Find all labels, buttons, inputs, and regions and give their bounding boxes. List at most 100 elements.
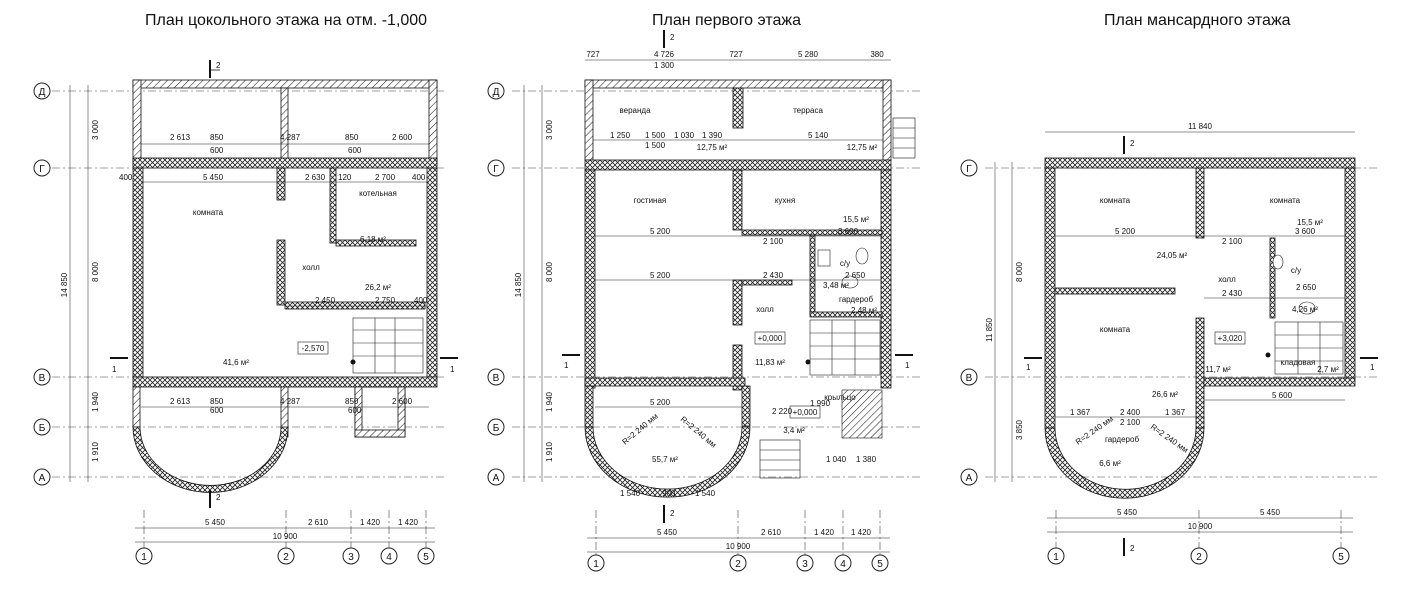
svg-text:1 540: 1 540 — [620, 489, 641, 498]
svg-text:5: 5 — [1338, 552, 1344, 563]
svg-text:2 100: 2 100 — [1222, 237, 1243, 246]
axis-label: 5 — [423, 552, 429, 563]
room-label: гостиная — [634, 196, 667, 205]
svg-text:2 610: 2 610 — [761, 528, 782, 537]
svg-text:2 100: 2 100 — [763, 237, 784, 246]
svg-text:5 140: 5 140 — [808, 131, 829, 140]
svg-text:1 500: 1 500 — [645, 131, 666, 140]
svg-text:2 100: 2 100 — [1120, 418, 1141, 427]
svg-text:10 900: 10 900 — [1188, 522, 1213, 531]
svg-text:2 220: 2 220 — [772, 407, 793, 416]
room-label: с/у — [840, 259, 850, 268]
first-top-dims: 727 4 726 727 5 280 380 1 300 — [585, 50, 891, 70]
svg-text:2 613: 2 613 — [170, 397, 191, 406]
svg-text:1 990: 1 990 — [810, 399, 831, 408]
svg-text:120: 120 — [338, 173, 352, 182]
area-label: 11,83 м² — [755, 358, 785, 367]
level-mark: +0,000 — [758, 334, 783, 343]
svg-text:10 900: 10 900 — [726, 542, 751, 551]
first-fixtures — [817, 247, 869, 289]
svg-text:2 630: 2 630 — [305, 173, 326, 182]
svg-text:2 600: 2 600 — [392, 397, 413, 406]
area-label: 2,48 м² — [851, 306, 877, 315]
svg-text:1 250: 1 250 — [610, 131, 631, 140]
svg-text:900: 900 — [662, 489, 676, 498]
svg-text:5 200: 5 200 — [650, 227, 671, 236]
svg-text:1 367: 1 367 — [1070, 408, 1091, 417]
basement-row-axes: Д Г В Б А — [33, 82, 51, 486]
svg-text:1 940: 1 940 — [91, 391, 100, 412]
room-label: холл — [756, 305, 774, 314]
svg-text:1: 1 — [564, 361, 569, 370]
svg-text:2 650: 2 650 — [1296, 283, 1317, 292]
svg-text:600: 600 — [348, 146, 362, 155]
level-mark: -2,570 — [302, 344, 325, 353]
svg-text:8 000: 8 000 — [545, 261, 554, 282]
axis-label: 2 — [283, 552, 289, 563]
axis-label: Г — [39, 164, 45, 175]
svg-text:1 367: 1 367 — [1165, 408, 1186, 417]
attic-plan-title: План мансардного этажа — [1104, 12, 1291, 29]
svg-text:5 450: 5 450 — [657, 528, 678, 537]
svg-text:2: 2 — [670, 33, 675, 42]
svg-text:850: 850 — [210, 397, 224, 406]
svg-text:1 420: 1 420 — [398, 518, 419, 527]
svg-text:1: 1 — [1053, 552, 1059, 563]
svg-text:1 940: 1 940 — [545, 391, 554, 412]
axis-label: В — [39, 373, 46, 384]
svg-text:600: 600 — [210, 146, 224, 155]
svg-text:2 750: 2 750 — [375, 296, 396, 305]
attic-stairs — [1274, 321, 1344, 375]
svg-text:1 390: 1 390 — [702, 131, 723, 140]
area-label: 12,75 м² — [847, 143, 878, 152]
room-label: комната — [1100, 196, 1131, 205]
area-label: 12,75 м² — [697, 143, 728, 152]
svg-text:10 900: 10 900 — [273, 532, 298, 541]
level-mark: +3,020 — [1218, 334, 1243, 343]
svg-text:2 400: 2 400 — [1120, 408, 1141, 417]
svg-text:1 910: 1 910 — [91, 441, 100, 462]
svg-text:727: 727 — [729, 50, 743, 59]
section-mark: 2 2 1 1 — [110, 60, 458, 508]
svg-text:14 850: 14 850 — [60, 272, 69, 297]
svg-text:400: 400 — [119, 173, 133, 182]
axis-label: Б — [39, 423, 46, 434]
axis-label: Д — [39, 87, 46, 98]
axis-label: 1 — [141, 552, 147, 563]
basement-left-dims: 3 000 8 000 1 940 1 910 14 850 — [60, 85, 100, 482]
svg-text:4: 4 — [840, 559, 846, 570]
svg-text:2 430: 2 430 — [763, 271, 784, 280]
svg-text:1 380: 1 380 — [856, 455, 877, 464]
room-label: холл — [1218, 275, 1236, 284]
svg-text:1 040: 1 040 — [826, 455, 847, 464]
svg-text:400: 400 — [412, 173, 426, 182]
svg-text:2 450: 2 450 — [315, 296, 336, 305]
first-floor-plan: Д Г В Б А 1 2 3 4 5 — [487, 30, 920, 572]
svg-text:1 910: 1 910 — [545, 441, 554, 462]
svg-text:2: 2 — [1196, 552, 1202, 563]
svg-text:1 540: 1 540 — [695, 489, 716, 498]
room-label: кладовая — [1281, 358, 1316, 367]
basement-col-axes: 1 2 3 4 5 — [135, 547, 435, 565]
svg-text:2: 2 — [1130, 139, 1135, 148]
svg-text:850: 850 — [345, 397, 359, 406]
svg-text:600: 600 — [348, 406, 362, 415]
svg-text:8 000: 8 000 — [1015, 261, 1024, 282]
svg-text:400: 400 — [414, 296, 428, 305]
svg-text:850: 850 — [210, 133, 224, 142]
svg-text:3 000: 3 000 — [545, 119, 554, 140]
room-label: веранда — [619, 106, 651, 115]
svg-text:727: 727 — [586, 50, 600, 59]
svg-text:4 287: 4 287 — [280, 133, 301, 142]
svg-text:R=2 240 мм: R=2 240 мм — [621, 412, 660, 447]
attic-row-axes: Г В А — [960, 159, 978, 486]
svg-text:Б: Б — [493, 423, 500, 434]
svg-text:1: 1 — [450, 365, 455, 374]
basement-walls — [132, 79, 438, 493]
svg-text:2 430: 2 430 — [1222, 289, 1243, 298]
svg-text:В: В — [493, 373, 500, 384]
area-label: 55,7 м² — [652, 455, 678, 464]
area-label: 3,48 м² — [823, 281, 849, 290]
first-col-axes: 1 2 3 4 5 — [587, 554, 889, 572]
